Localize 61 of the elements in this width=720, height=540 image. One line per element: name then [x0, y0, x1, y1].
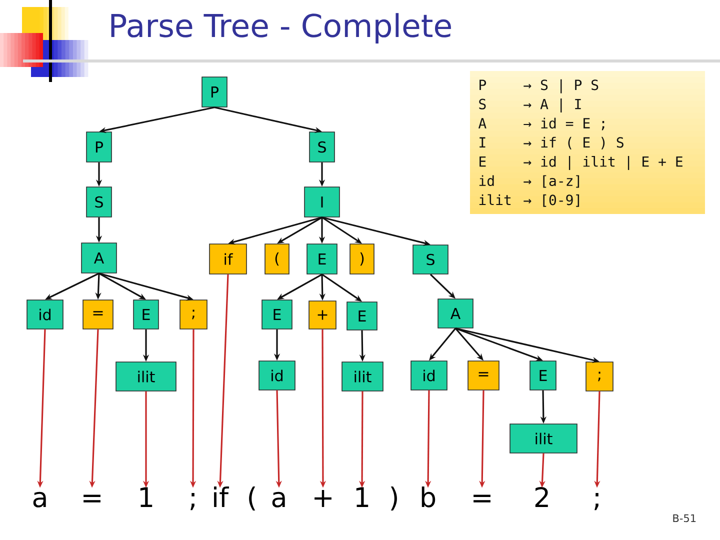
tree-node-box: S: [412, 244, 448, 274]
tree-node-box: id: [410, 360, 448, 390]
grammar-rule: id → [a-z]: [479, 175, 580, 188]
grammar-rule: ilit → [0-9]: [479, 194, 580, 207]
tree-node-box: S: [309, 132, 335, 162]
tree-node-box: S: [86, 186, 112, 218]
token-text: ;: [594, 493, 598, 510]
node-label: P: [480, 80, 486, 90]
grammar-rule: E → id | ilit | E + E: [480, 156, 682, 170]
tree-node-box: ilit: [116, 362, 176, 392]
node-label: → id = E ;: [524, 118, 604, 130]
tree-node-box: P: [86, 132, 112, 162]
tree-node-box: E: [306, 244, 338, 274]
node-label: S: [479, 98, 486, 110]
token-text: ): [390, 486, 397, 511]
tree-node-box: =: [82, 300, 114, 330]
grammar-rule: A → id = E ;: [478, 118, 604, 130]
slide-number: B-51: [673, 514, 696, 522]
node-label: → id | ilit | E + E: [524, 156, 682, 170]
token-text: +: [314, 490, 332, 507]
token-text: a: [33, 492, 46, 508]
grammar-rule: P → S | P S: [480, 79, 598, 94]
tree-node-box: (: [264, 244, 290, 274]
title: Parse Tree - Complete: [111, 13, 451, 44]
grammar-rule: S → A | I: [479, 98, 581, 112]
node-label: E: [480, 156, 486, 167]
tree-node-box: I: [304, 186, 340, 218]
token-text: =: [474, 494, 490, 502]
token-text: b: [422, 486, 436, 508]
token-text: (: [249, 486, 256, 511]
node-label: I: [480, 137, 486, 148]
tree-node-box: ): [350, 244, 374, 274]
token-text: =: [84, 494, 100, 502]
token-text: 1: [140, 487, 152, 507]
tree-node-box: ilit: [342, 362, 384, 392]
token-text: 2: [535, 486, 548, 507]
grammar-box: [470, 71, 705, 214]
grammar-rule: I → if ( E ) S: [480, 136, 624, 150]
node-label: A: [478, 118, 486, 128]
tree-node-box: P: [202, 76, 228, 108]
tree-node-box: E: [133, 300, 159, 330]
tree-node-box: id: [26, 300, 64, 330]
token-text: 1: [356, 487, 368, 507]
tree-node-box: E: [530, 360, 556, 390]
token-text: ;: [190, 493, 194, 510]
token-text: a: [272, 492, 285, 508]
tree-node-box: +: [308, 300, 336, 330]
tree-node-box: id: [258, 360, 296, 390]
tree-node-box: E: [262, 300, 292, 330]
node-label: → if ( E ) S: [524, 136, 624, 150]
node-label: → A | I: [524, 98, 581, 112]
token-text: if: [214, 486, 230, 507]
tree-node-box: A: [438, 298, 474, 328]
tree-node-box: A: [81, 242, 117, 274]
tree-node-box: =: [468, 360, 500, 390]
tree-node-box: ;: [180, 300, 208, 330]
node-label: → S | P S: [524, 79, 598, 94]
tree-node-box: if: [209, 244, 247, 274]
tree-node-box: ilit: [510, 424, 578, 454]
tree-node-box: E: [346, 302, 378, 330]
tree-node-box: ;: [586, 362, 614, 392]
